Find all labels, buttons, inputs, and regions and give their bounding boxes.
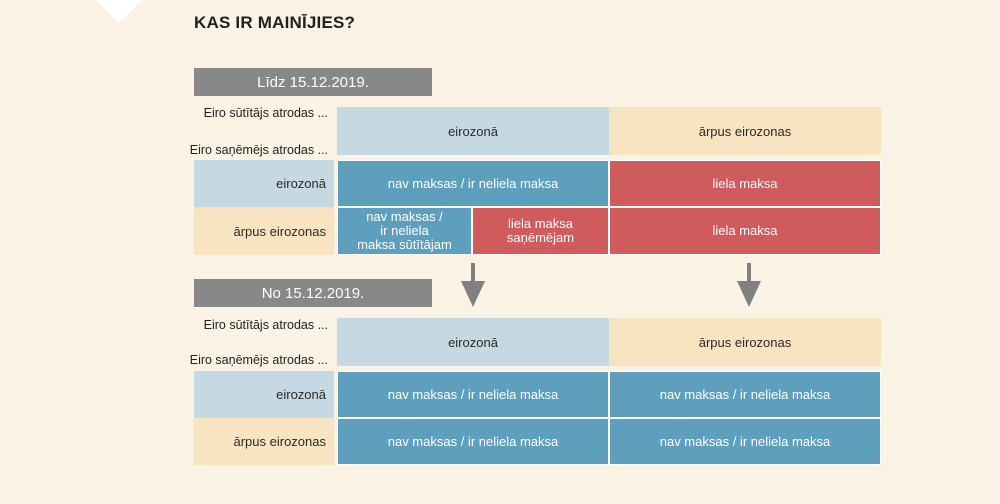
cell-line: nav maksas /	[366, 209, 443, 224]
cell-low-fee: nav maksas / ir neliela maksa	[337, 371, 609, 418]
cell-high-fee: liela maksa	[609, 160, 881, 207]
page-title: KAS IR MAINĪJIES?	[194, 13, 356, 32]
receiver-label: Eiro saņēmējs atrodas ...	[189, 143, 328, 157]
arrow-down-icon	[737, 263, 761, 307]
sender-label: Eiro sūtītājs atrodas ...	[203, 106, 328, 120]
decorative-triangle	[96, 0, 142, 23]
period-badge-after: No 15.12.2019.	[194, 279, 432, 307]
cell-low-fee: nav maksas / ir neliela maksa	[609, 371, 881, 418]
arrow-down-icon	[461, 263, 485, 307]
cell-low-fee: nav maksas / ir neliela maksa	[609, 418, 881, 465]
cell-line: maksa sūtītājam	[357, 237, 452, 252]
row-header-eurozone: eirozonā	[194, 371, 334, 418]
cell-low-fee: nav maksas / ir neliela maksa	[337, 418, 609, 465]
receiver-label: Eiro saņēmējs atrodas ...	[189, 353, 328, 367]
column-header-eurozone: eirozonā	[337, 107, 609, 155]
cell-low-fee-sender: nav maksas / ir neliela maksa sūtītājam	[337, 207, 472, 255]
column-header-outside: ārpus eirozonas	[609, 107, 881, 155]
cell-line: ir neliela	[380, 223, 429, 238]
cell-high-fee-receiver: liela maksa saņēmējam	[472, 207, 609, 255]
column-header-eurozone: eirozonā	[337, 318, 609, 366]
sender-label: Eiro sūtītājs atrodas ...	[203, 318, 328, 332]
cell-line: liela maksa	[507, 216, 574, 231]
column-header-outside: ārpus eirozonas	[609, 318, 881, 366]
row-header-eurozone: eirozonā	[194, 160, 334, 207]
cell-high-fee: liela maksa	[609, 207, 881, 255]
period-badge-before: Līdz 15.12.2019.	[194, 68, 432, 96]
cell-low-fee: nav maksas / ir neliela maksa	[337, 160, 609, 207]
cell-line: saņēmējam	[506, 230, 575, 245]
row-header-outside: ārpus eirozonas	[194, 418, 334, 465]
row-header-outside: ārpus eirozonas	[194, 207, 334, 255]
